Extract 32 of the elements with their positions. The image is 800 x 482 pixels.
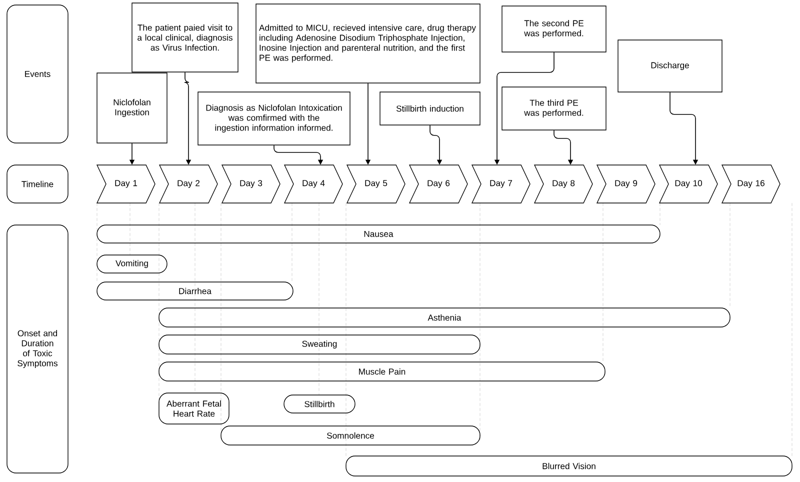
day-chevron: Day 5 — [346, 164, 406, 204]
event-box: Stillbirth induction — [380, 92, 480, 126]
day-chevron: Day 10 — [658, 164, 718, 204]
day-chevron: Day 8 — [534, 164, 593, 204]
symptom-bar: Muscle Pain — [158, 362, 606, 382]
day-chevron: Day 7 — [471, 164, 530, 204]
day-chevron: Day 4 — [284, 164, 343, 204]
row-header-box: Onset and Duration of Toxic Symptoms — [6, 224, 68, 474]
day-chevron: Day 3 — [221, 164, 280, 204]
day-chevron: Day 2 — [158, 164, 218, 204]
day-chevron: Day 1 — [96, 164, 156, 204]
day-chevron: Day 6 — [408, 164, 468, 204]
row-header-box: Events — [6, 4, 68, 144]
symptom-bar: Vomiting — [96, 254, 168, 274]
symptom-bar: Nausea — [96, 224, 660, 244]
event-box: Niclofolan Ingestion — [96, 72, 168, 144]
event-box: The patient paied visit to a local clinical, diagnosis as Virus Infection. — [132, 2, 238, 72]
symptom-bar: Blurred Vision — [346, 456, 792, 476]
symptom-bar: Somnolence — [220, 426, 480, 446]
symptom-bar: Diarrhea — [96, 282, 294, 300]
symptom-bar: Sweating — [158, 334, 480, 354]
event-box: Admitted to MICU, recieved intensive care, drug therapy including Adenosine Disodium Triphosphate Injection, Inosine Injection and parenteral nutrition, and the first PE was performed. — [256, 4, 480, 84]
event-box: The second PE was performed. — [502, 6, 606, 52]
event-box: Discharge — [618, 40, 722, 92]
row-header-box: Timeline — [6, 164, 68, 204]
day-chevron: Day 16 — [721, 164, 780, 204]
symptom-bar: Aberrant Fetal Heart Rate — [158, 392, 230, 424]
symptom-bar: Asthenia — [158, 308, 730, 328]
event-box: Diagnosis as Niclofolan Intoxication was comfirmed with the ingestion information informed. — [198, 92, 350, 146]
event-box: The third PE was performed. — [502, 86, 606, 130]
day-chevron: Day 9 — [596, 164, 656, 204]
symptom-bar: Stillbirth — [284, 394, 356, 414]
